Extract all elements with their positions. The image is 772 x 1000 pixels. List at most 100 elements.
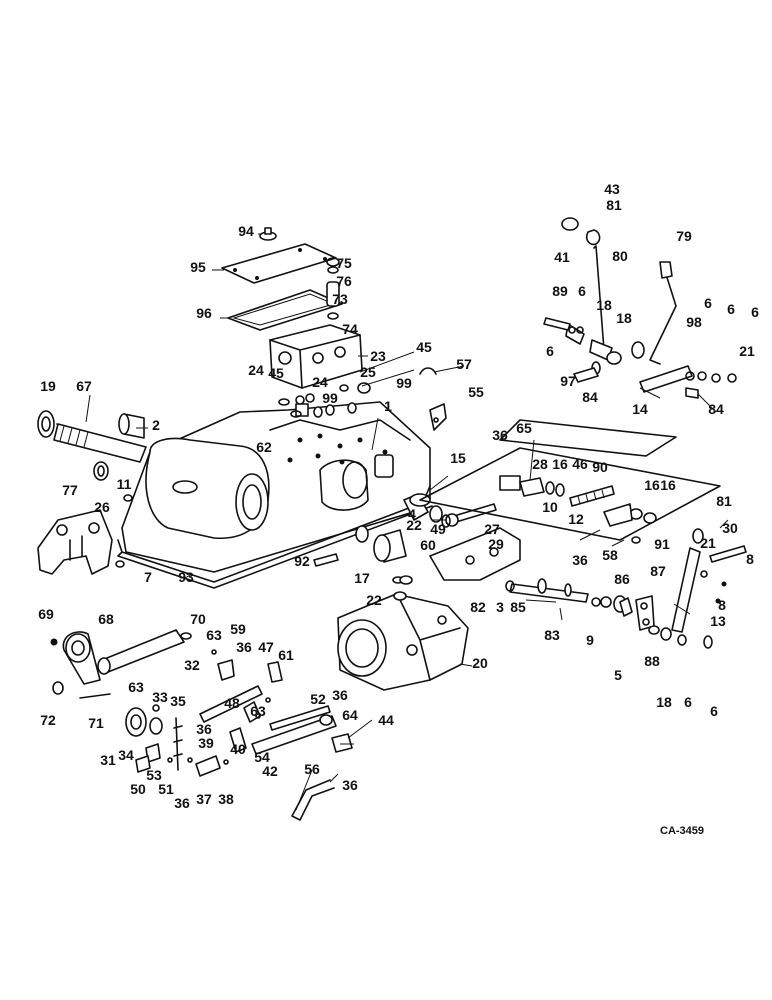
- callout-32: 32: [184, 657, 200, 673]
- callout-16: 16: [644, 477, 660, 493]
- callout-99: 99: [396, 375, 412, 391]
- callout-8: 8: [718, 597, 726, 613]
- callout-3: 3: [496, 599, 504, 615]
- callout-79: 79: [676, 228, 692, 244]
- callout-62: 62: [256, 439, 272, 455]
- draft-lever: [671, 547, 701, 633]
- top-cover-assembly: [221, 227, 343, 331]
- callout-75: 75: [336, 255, 352, 271]
- reference-code-group: CA-3459: [660, 825, 704, 837]
- callout-46: 46: [572, 456, 588, 472]
- callout-36: 36: [174, 795, 190, 811]
- callout-34: 34: [118, 747, 134, 763]
- callout-50: 50: [130, 781, 146, 797]
- callout-24: 24: [248, 362, 264, 378]
- callout-71: 71: [88, 715, 104, 731]
- callout-20: 20: [472, 655, 488, 671]
- callout-80: 80: [612, 248, 628, 264]
- callout-56: 56: [304, 761, 320, 777]
- callout-36: 36: [342, 777, 358, 793]
- callout-7: 7: [144, 569, 152, 585]
- callout-51: 51: [158, 781, 174, 797]
- cover-plate: [221, 243, 337, 284]
- control-plate: [419, 419, 721, 541]
- callout-6: 6: [578, 283, 586, 299]
- main-housing: [117, 401, 433, 589]
- callout-36: 36: [492, 427, 508, 443]
- callout-16: 16: [552, 456, 568, 472]
- callout-28: 28: [532, 456, 548, 472]
- callout-18: 18: [616, 310, 632, 326]
- callout-63: 63: [128, 679, 144, 695]
- callout-37: 37: [196, 791, 212, 807]
- callout-55: 55: [468, 384, 484, 400]
- callout-6: 6: [727, 301, 735, 317]
- shaft-seal: [37, 410, 55, 438]
- callout-60: 60: [420, 537, 436, 553]
- callout-84: 84: [582, 389, 598, 405]
- callout-19: 19: [40, 378, 56, 394]
- linkage-bolt: [453, 503, 497, 523]
- callout-36: 36: [572, 552, 588, 568]
- callout-67: 67: [76, 378, 92, 394]
- callout-36: 36: [332, 687, 348, 703]
- callout-93: 93: [178, 569, 194, 585]
- callout-36: 36: [196, 721, 212, 737]
- lift-arm-group: [50, 629, 192, 737]
- valve-spool: [326, 281, 340, 307]
- callout-63: 63: [206, 627, 222, 643]
- callout-73: 73: [332, 291, 348, 307]
- cross-shaft: [53, 423, 147, 463]
- callout-59: 59: [230, 621, 246, 637]
- callout-29: 29: [488, 536, 504, 552]
- control-levers: [543, 217, 737, 399]
- callout-99: 99: [322, 390, 338, 406]
- bushing: [93, 461, 109, 481]
- callout-54: 54: [254, 749, 270, 765]
- cross-shaft-group: [37, 410, 147, 481]
- callout-6: 6: [710, 703, 718, 719]
- callout-16: 16: [660, 477, 676, 493]
- lower-right-lever: [660, 528, 747, 649]
- callout-94: 94: [238, 223, 254, 239]
- callout-98: 98: [686, 314, 702, 330]
- hydraulic-pump: [337, 576, 469, 691]
- control-valve-linkage: [403, 493, 521, 581]
- callout-68: 68: [98, 611, 114, 627]
- callout-48: 48: [224, 695, 240, 711]
- callout-40: 40: [230, 741, 246, 757]
- lift-arm-bracket: [37, 509, 113, 575]
- callout-72: 72: [40, 712, 56, 728]
- valve-block-assembly: [269, 257, 363, 389]
- callout-77: 77: [62, 482, 78, 498]
- callout-87: 87: [650, 563, 666, 579]
- link-rod-42: [251, 715, 337, 755]
- callout-45: 45: [268, 365, 284, 381]
- callout-96: 96: [196, 305, 212, 321]
- callout-65: 65: [516, 420, 532, 436]
- leader-lines: [56, 233, 729, 811]
- spool-rod: [509, 583, 589, 603]
- callout-43: 43: [604, 181, 620, 197]
- lever-link: [639, 365, 693, 393]
- callout-53: 53: [146, 767, 162, 783]
- callout-85: 85: [510, 599, 526, 615]
- callout-83: 83: [544, 627, 560, 643]
- callout-89: 89: [552, 283, 568, 299]
- callout-13: 13: [710, 613, 726, 629]
- spring-rod: [569, 485, 615, 507]
- callout-41: 41: [554, 249, 570, 265]
- callout-30: 30: [722, 520, 738, 536]
- callout-14: 14: [632, 401, 648, 417]
- position-lever: [649, 267, 677, 365]
- callout-88: 88: [644, 653, 660, 669]
- retaining-ring: [125, 707, 147, 737]
- callout-82: 82: [470, 599, 486, 615]
- rod-guide: [499, 475, 521, 491]
- cover-gasket: [227, 289, 343, 331]
- callout-1: 1: [384, 398, 392, 414]
- callout-22: 22: [366, 592, 382, 608]
- callout-81: 81: [716, 493, 732, 509]
- reference-code: CA-3459: [660, 825, 704, 837]
- callout-18: 18: [596, 297, 612, 313]
